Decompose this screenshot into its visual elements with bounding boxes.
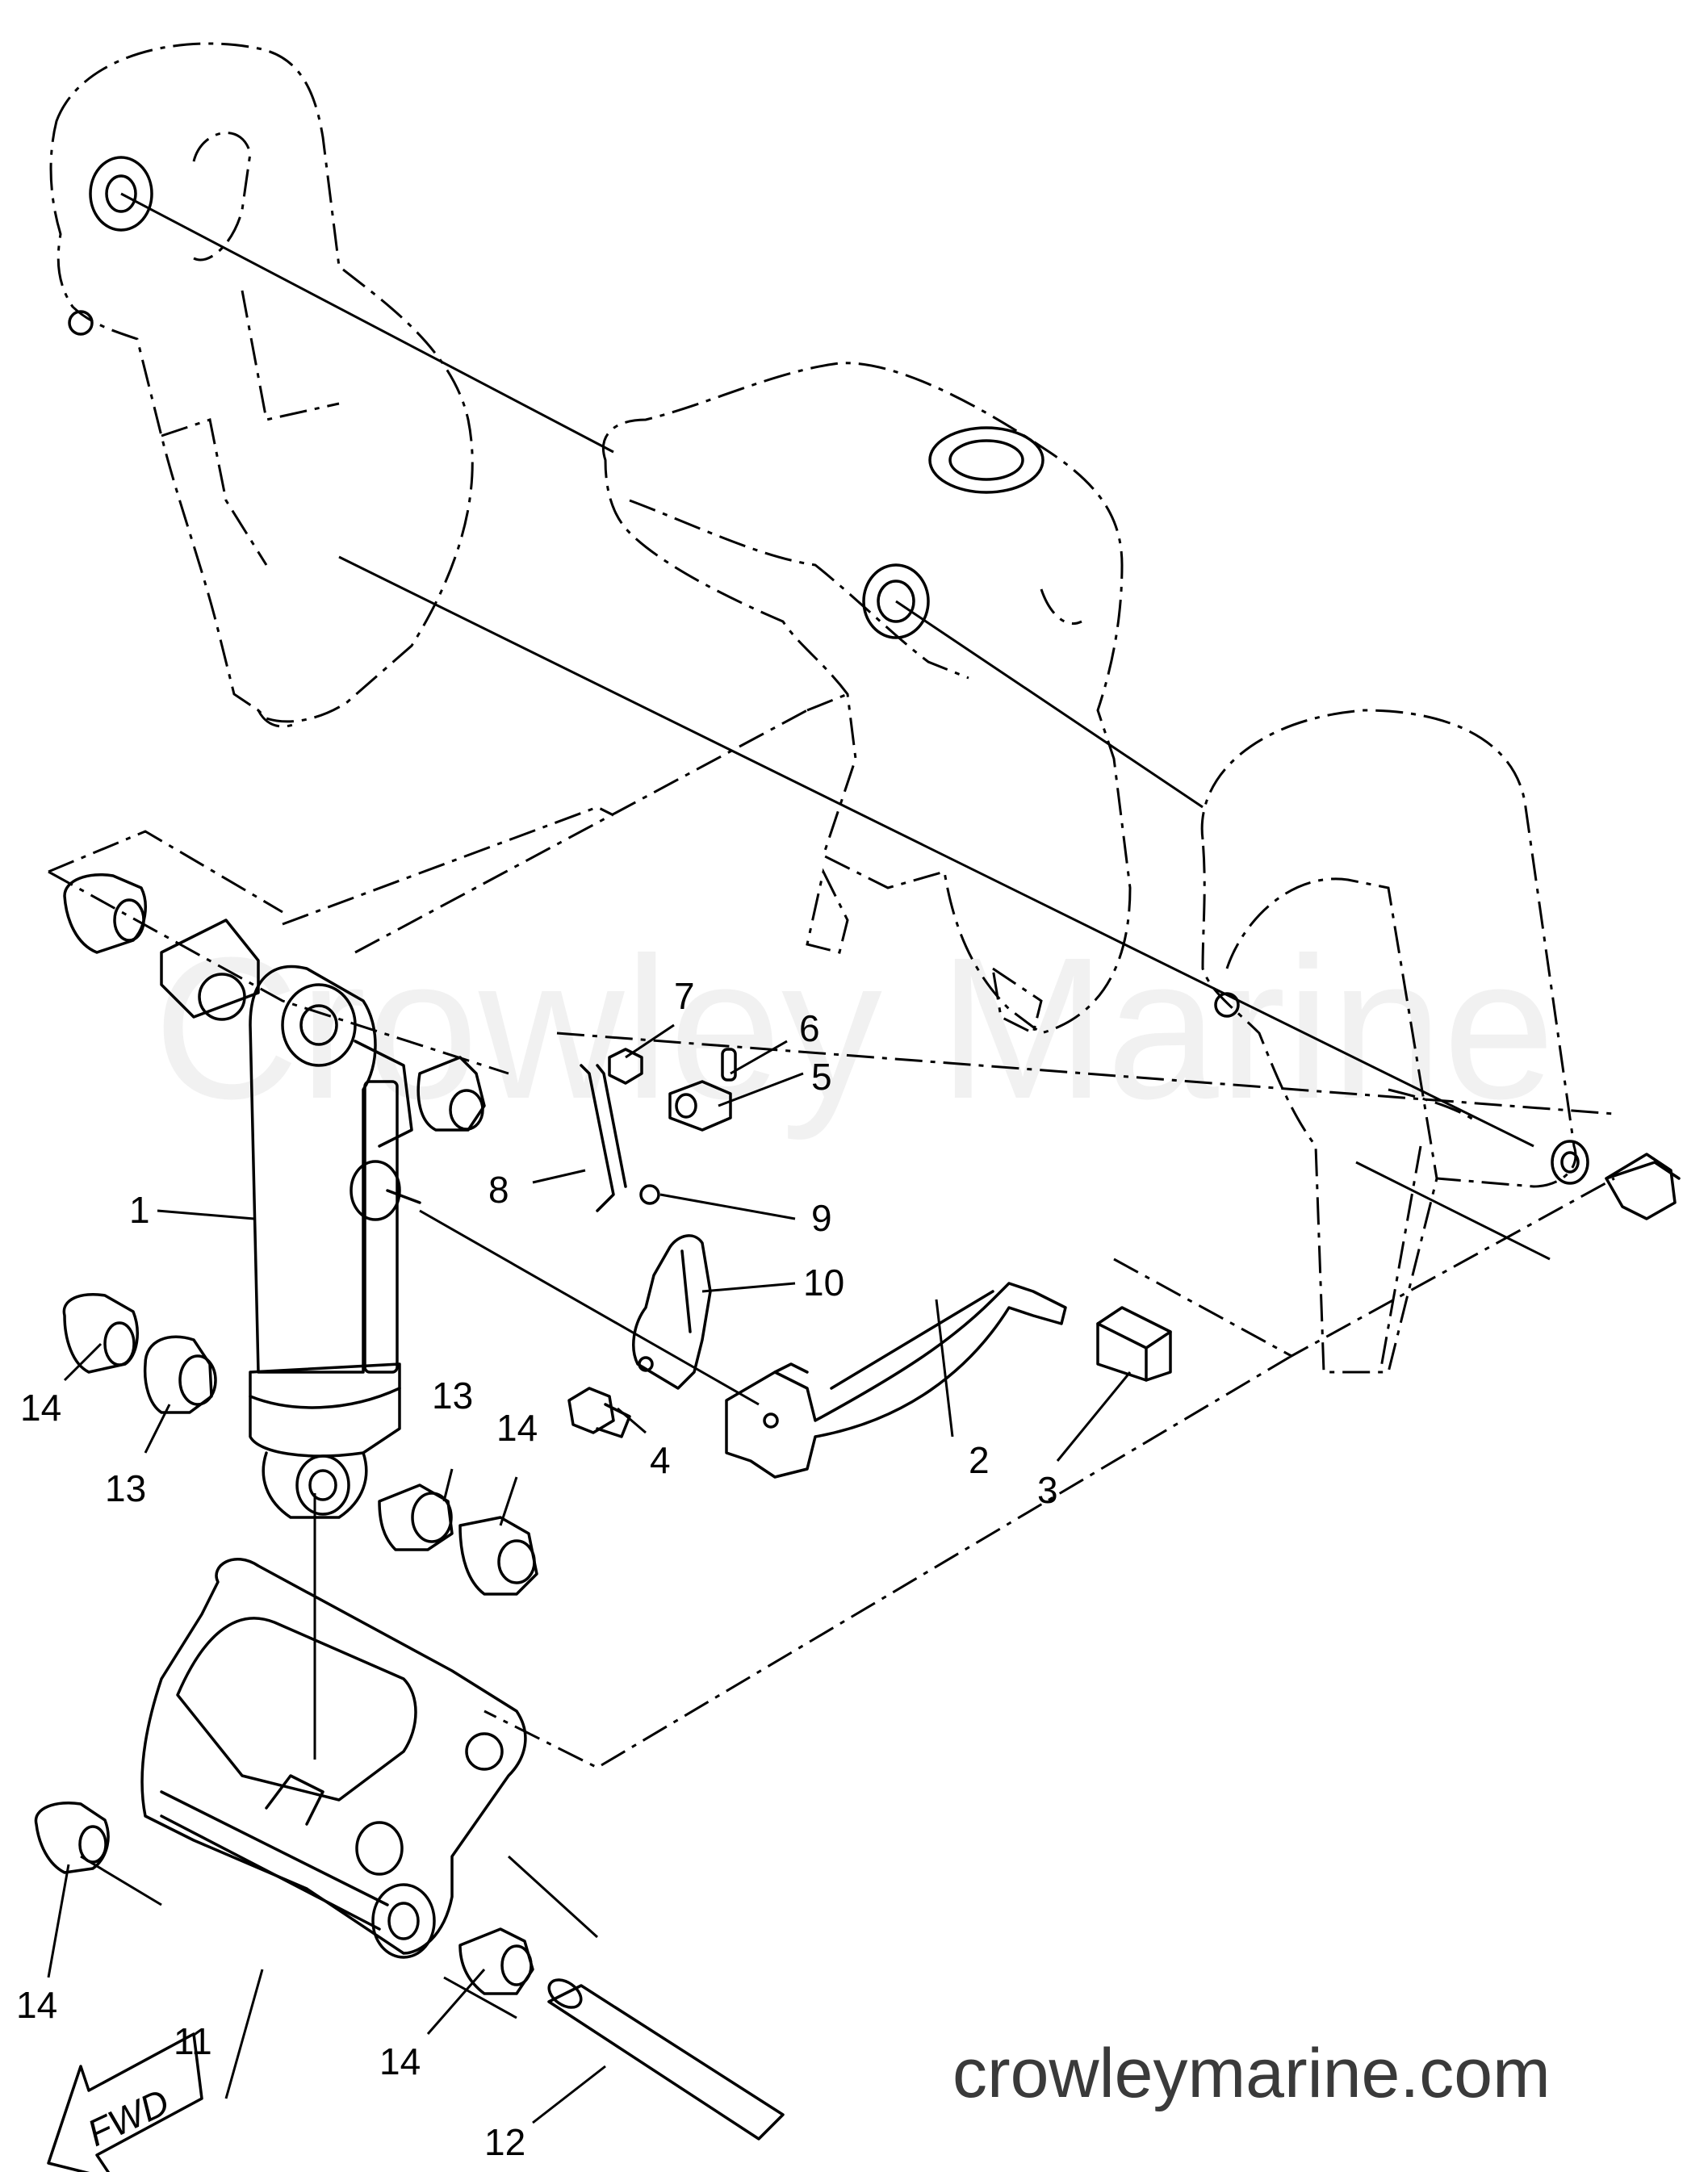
lever-2 xyxy=(725,1282,1067,1479)
nut-7 xyxy=(608,1048,643,1085)
callout-9: 9 xyxy=(811,1197,832,1239)
callout-2: 2 xyxy=(969,1439,990,1481)
callout-3: 3 xyxy=(1037,1469,1058,1511)
callout-7: 7 xyxy=(674,975,695,1017)
bracket-10 xyxy=(632,1234,712,1390)
callout-12: 12 xyxy=(484,2121,525,2163)
left-bushing-14 xyxy=(62,1293,139,1374)
callout-14-left: 14 xyxy=(20,1387,61,1429)
callout-5: 5 xyxy=(811,1056,832,1098)
callout-13-right: 13 xyxy=(432,1375,473,1417)
pin-6 xyxy=(721,1048,737,1082)
axis-lines xyxy=(80,192,1551,2019)
callout-6: 6 xyxy=(799,1007,820,1049)
callout-13-left: 13 xyxy=(105,1467,146,1509)
bolt-4 xyxy=(567,1387,631,1438)
ring-9 xyxy=(639,1184,660,1205)
callout-10: 10 xyxy=(803,1262,844,1304)
left-clamp-bracket xyxy=(49,42,474,728)
shaft-12 xyxy=(547,1978,785,2141)
fwd-label: FWD xyxy=(81,2081,175,2154)
upper-spacer xyxy=(160,919,260,1021)
right-washer xyxy=(1551,1140,1589,1185)
callout-14-lower: 14 xyxy=(379,2040,421,2082)
callout-14-lower-left: 14 xyxy=(16,1984,57,2026)
watermark: Crowley Marine xyxy=(153,915,1555,1140)
callout-11: 11 xyxy=(174,2020,212,2062)
site-url: crowleymarine.com xyxy=(952,2035,1551,2112)
rod-8 xyxy=(580,1064,627,1212)
lower-right-bushing-14 xyxy=(458,1927,534,1995)
callouts: 1 2 3 4 5 6 7 8 9 10 11 12 13 13 14 14 1… xyxy=(16,975,1058,2163)
assembly-outline xyxy=(48,693,1615,1769)
upper-right-collar xyxy=(417,1056,486,1132)
callout-4: 4 xyxy=(650,1439,671,1481)
stern-bracket-11 xyxy=(140,1557,527,1959)
swivel-bracket xyxy=(602,362,1132,1036)
callout-1: 1 xyxy=(129,1189,150,1231)
right-bolt xyxy=(1605,1153,1681,1220)
left-collar-13 xyxy=(143,1335,217,1414)
right-bushing-14 xyxy=(458,1516,538,1596)
callout-14-right: 14 xyxy=(496,1407,538,1449)
callout-8: 8 xyxy=(488,1169,509,1211)
right-clamp-bracket xyxy=(1200,709,1577,1374)
upper-bushing-14 xyxy=(63,873,147,954)
pad-3 xyxy=(1096,1306,1172,1382)
right-collar-13 xyxy=(378,1484,454,1551)
joint-5 xyxy=(668,1080,732,1132)
lower-left-bushing-14 xyxy=(34,1802,110,1874)
leader-lines xyxy=(47,1023,1132,2124)
